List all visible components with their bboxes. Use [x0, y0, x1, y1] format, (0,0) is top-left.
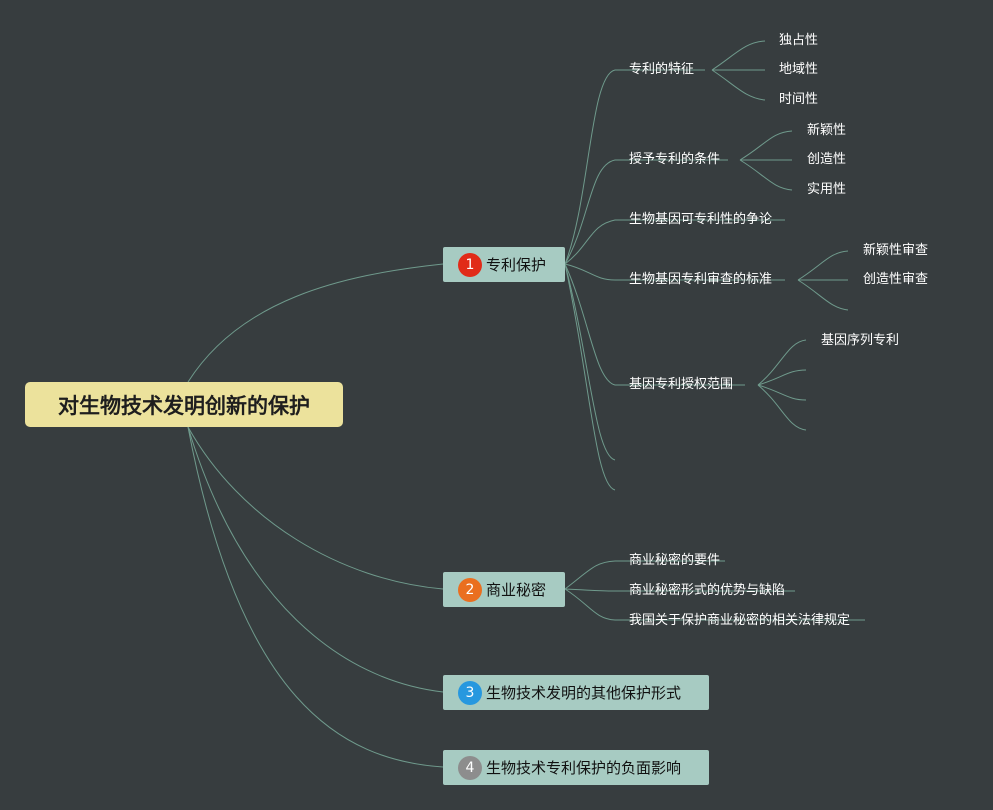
- link-c5-l1: [757, 339, 807, 386]
- subtopic-gene-patent-scope[interactable]: 基因专利授权范围: [629, 377, 734, 392]
- leaf-gene-sequence-patent[interactable]: 基因序列专利: [821, 333, 900, 348]
- leaf-novelty-examination[interactable]: 新颖性审查: [863, 243, 929, 258]
- branch-label: 生物技术发明的其他保护形式: [486, 684, 682, 702]
- link-c5-l4: [757, 384, 807, 431]
- leaf-practicality[interactable]: 实用性: [807, 182, 847, 197]
- link-c1-l1: [711, 40, 766, 71]
- link-root-branch-4: [187, 426, 444, 768]
- number-4-badge-icon: 4: [458, 755, 482, 780]
- branch-other-protection-forms[interactable]: 3 生物技术发明的其他保护形式: [443, 675, 709, 710]
- subtopic-patent-conditions[interactable]: 授予专利的条件: [629, 152, 721, 167]
- link-b1-c7: [564, 263, 616, 491]
- branch-patent-protection[interactable]: 1 专利保护: [443, 247, 565, 282]
- link-b2-c1: [564, 560, 725, 590]
- link-b1-c5: [564, 263, 745, 386]
- number-2-badge-icon: 2: [458, 577, 482, 602]
- link-b1-c1: [564, 69, 705, 265]
- subtopic-trade-secret-laws[interactable]: 我国关于保护商业秘密的相关法律规定: [629, 613, 851, 628]
- link-b1-c4: [564, 263, 785, 281]
- root-topic-label: 对生物技术发明创新的保护: [58, 393, 310, 418]
- subtopic-trade-secret-pros-cons[interactable]: 商业秘密形式的优势与缺陷: [629, 583, 786, 598]
- link-b1-c6: [564, 263, 616, 461]
- leaf-timeliness[interactable]: 时间性: [779, 92, 819, 107]
- link-c1-l3: [711, 69, 766, 101]
- root-topic[interactable]: 对生物技术发明创新的保护: [25, 382, 343, 427]
- link-root-branch-1: [187, 263, 444, 383]
- link-root-branch-2: [187, 426, 444, 590]
- branch-negative-impacts[interactable]: 4 生物技术专利保护的负面影响: [443, 750, 709, 785]
- branch-trade-secrets[interactable]: 2 商业秘密: [443, 572, 565, 607]
- link-c5-l3: [757, 384, 807, 401]
- subtopic-gene-patentability-debate[interactable]: 生物基因可专利性的争论: [629, 212, 773, 227]
- subtopic-trade-secret-elements[interactable]: 商业秘密的要件: [629, 553, 721, 568]
- link-c4-l3: [797, 279, 849, 311]
- link-c2-l1: [739, 130, 793, 161]
- number-3-badge-icon: 3: [458, 680, 482, 705]
- branch-label: 专利保护: [486, 256, 547, 274]
- link-b1-c2: [564, 159, 728, 265]
- link-b2-c2: [564, 588, 795, 592]
- branch-label: 商业秘密: [486, 581, 547, 599]
- leaf-novelty[interactable]: 新颖性: [807, 123, 847, 138]
- leaf-inventiveness[interactable]: 创造性: [807, 152, 847, 167]
- number-1-badge-icon: 1: [458, 252, 482, 277]
- leaf-territoriality[interactable]: 地域性: [779, 62, 819, 77]
- link-c2-l3: [739, 159, 793, 191]
- subtopic-gene-patent-examination[interactable]: 生物基因专利审查的标准: [629, 272, 773, 287]
- leaf-exclusivity[interactable]: 独占性: [779, 33, 819, 48]
- leaf-inventiveness-examination[interactable]: 创造性审查: [863, 272, 929, 287]
- branch-label: 生物技术专利保护的负面影响: [486, 759, 682, 777]
- link-root-branch-3: [187, 426, 444, 693]
- link-c4-l1: [797, 250, 849, 281]
- link-b1-c3: [564, 219, 785, 265]
- subtopic-patent-features[interactable]: 专利的特征: [629, 62, 695, 77]
- link-b2-c3: [564, 588, 865, 621]
- link-c5-l2: [757, 369, 807, 386]
